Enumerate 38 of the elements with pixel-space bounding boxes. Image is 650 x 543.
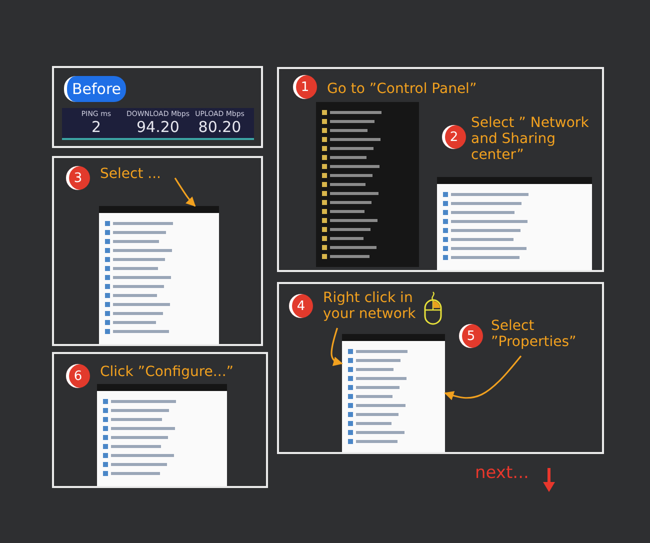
step-marker [66, 166, 90, 190]
step-panel [52, 352, 268, 488]
step-panel [277, 282, 604, 454]
step-number: 4 [296, 298, 306, 314]
step-marker [289, 294, 313, 318]
step-number: 6 [74, 368, 82, 384]
instruction-text: Go to ”Control Panel” [327, 81, 477, 97]
instruction-text: Select ”Properties” [491, 318, 576, 350]
step-number: 2 [450, 130, 458, 144]
screenshot-drawing [99, 206, 219, 344]
metric-value: 94.20 [136, 118, 180, 136]
screenshot-drawing [437, 177, 592, 270]
screenshot-drawing [97, 384, 227, 486]
instruction-text: Select ... [100, 166, 161, 182]
arrow [174, 178, 196, 207]
metric-value: 2 [91, 118, 101, 136]
step-marker [442, 125, 466, 149]
title-badge [64, 76, 126, 102]
step-panel [52, 156, 263, 346]
metric-value: 80.20 [198, 118, 242, 136]
arrow [444, 356, 522, 400]
step-marker [459, 324, 483, 348]
instruction-text: Click ”Configure...” [100, 364, 234, 380]
speed-result-bar [62, 108, 254, 140]
step-number: 5 [466, 328, 476, 344]
step-panel [52, 66, 263, 148]
step-marker [66, 364, 90, 388]
instruction-text: Select ” Network and Sharing center” [471, 115, 589, 164]
step-panel [277, 67, 604, 272]
screenshot-drawing [342, 334, 445, 452]
note-text: next... [475, 463, 529, 483]
step-number: 3 [74, 170, 82, 186]
screenshot-drawing [316, 102, 419, 267]
title-text: Before [72, 80, 122, 98]
arrow [330, 328, 343, 366]
step-marker [293, 75, 317, 99]
step-number: 1 [300, 80, 310, 94]
instruction-text: Right click in your network [323, 290, 416, 322]
